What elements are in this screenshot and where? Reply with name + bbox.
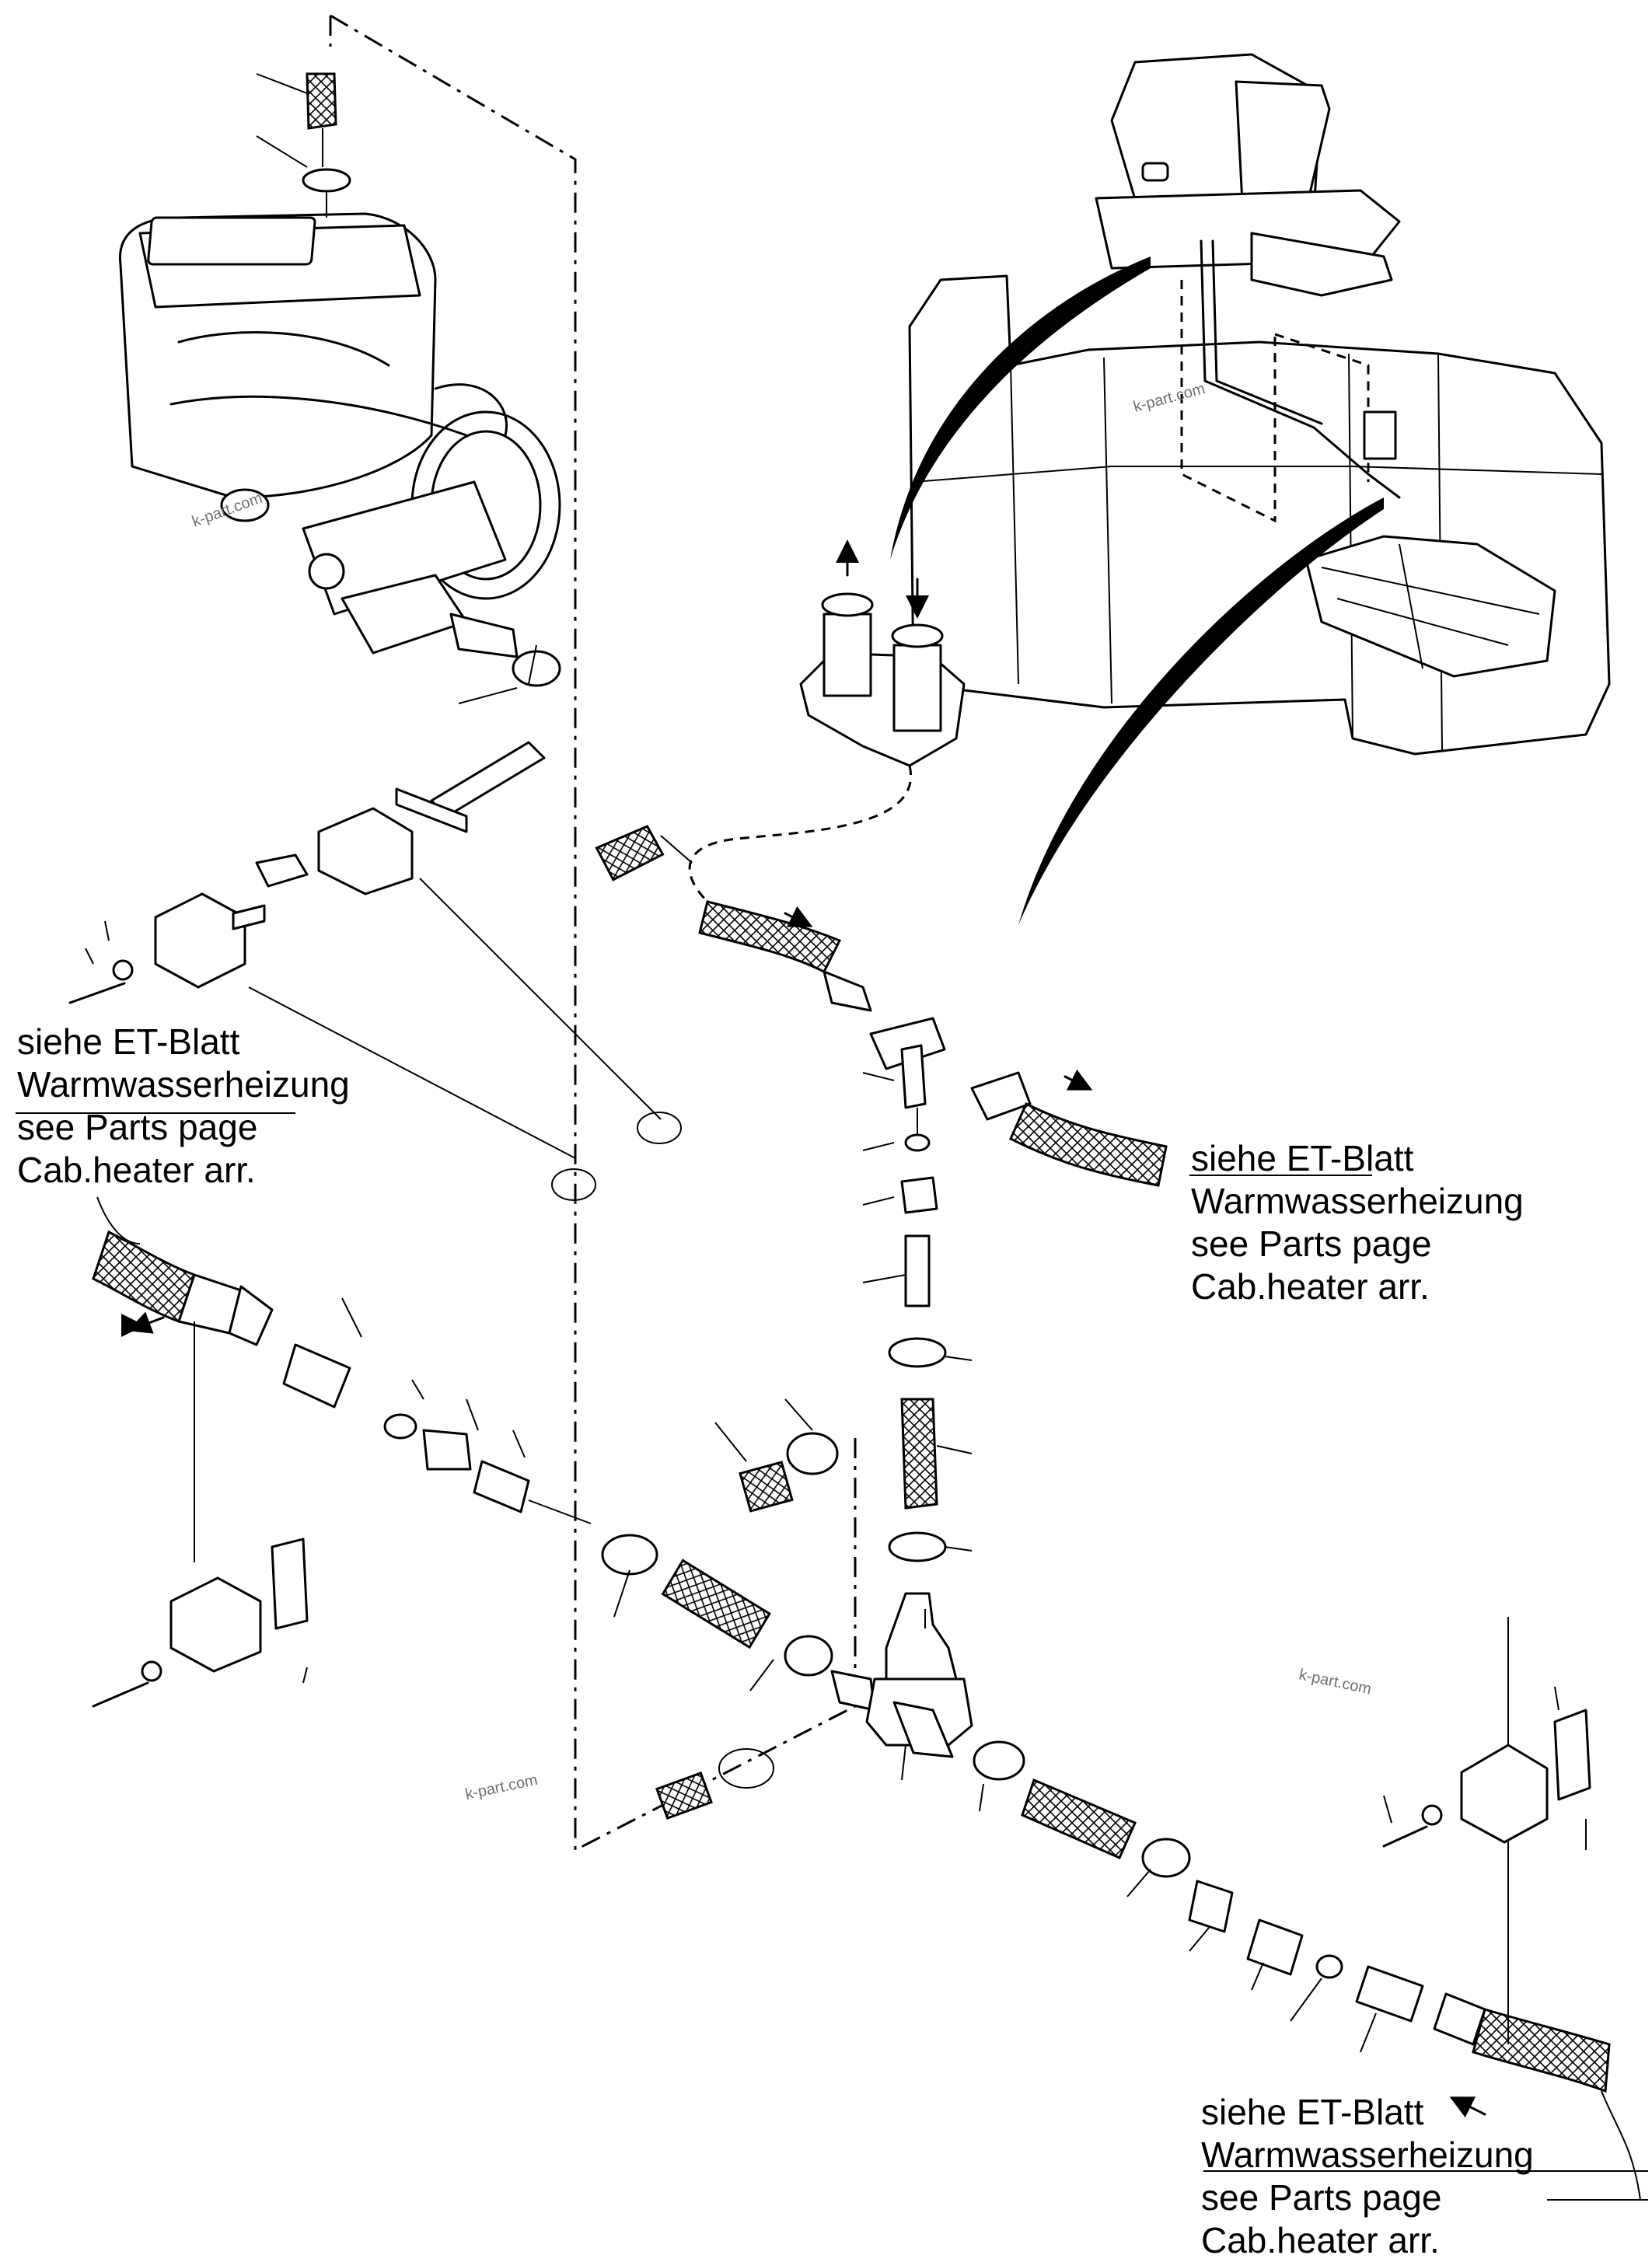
note-line: siehe ET-Blatt xyxy=(17,1021,240,1062)
note-line: Warmwasserheizung xyxy=(1191,1181,1524,1221)
note-line: siehe ET-Blatt xyxy=(1201,2092,1424,2132)
note-line: see Parts page xyxy=(1191,1224,1432,1264)
outlet-clamp xyxy=(458,644,561,704)
note-line: Cab.heater arr. xyxy=(1201,2220,1440,2260)
note-line: siehe ET-Blatt xyxy=(1191,1138,1414,1178)
coolant-valve-block xyxy=(688,539,966,903)
watermark: k-part.com xyxy=(1298,1666,1373,1698)
left-reference-note: siehe ET-Blatt Warmwasserheizung see Par… xyxy=(17,1021,350,1192)
note-line: Warmwasserheizung xyxy=(17,1064,350,1105)
note-line: see Parts page xyxy=(1201,2177,1442,2218)
note-line: Cab.heater arr. xyxy=(1191,1266,1430,1307)
right-reference-note: siehe ET-Blatt Warmwasserheizung see Par… xyxy=(1191,1137,1524,1308)
vehicle-cab-frame xyxy=(890,53,1611,925)
bottom-reference-note: siehe ET-Blatt Warmwasserheizung see Par… xyxy=(1201,2091,1534,2262)
water-heater-unit xyxy=(118,212,561,658)
bottom-note-arrow xyxy=(1449,2096,1486,2118)
note-line: Warmwasserheizung xyxy=(1201,2135,1534,2175)
note-line: see Parts page xyxy=(17,1107,258,1147)
leader-lines xyxy=(85,835,1587,2053)
note-line: Cab.heater arr. xyxy=(17,1150,256,1190)
watermark: k-part.com xyxy=(463,1772,539,1803)
mounting-bracket-set xyxy=(68,741,682,1201)
left-bottom-bracket xyxy=(92,1538,309,1708)
right-bracket-set xyxy=(1382,1709,1591,1848)
left-hose-line xyxy=(92,1196,592,1562)
right-hose-line xyxy=(973,1617,1648,2201)
middle-hose-set xyxy=(595,825,876,1820)
center-fitting-stack xyxy=(698,900,1168,1758)
top-hose-set xyxy=(256,72,351,218)
assembly-boundary xyxy=(330,14,857,1852)
